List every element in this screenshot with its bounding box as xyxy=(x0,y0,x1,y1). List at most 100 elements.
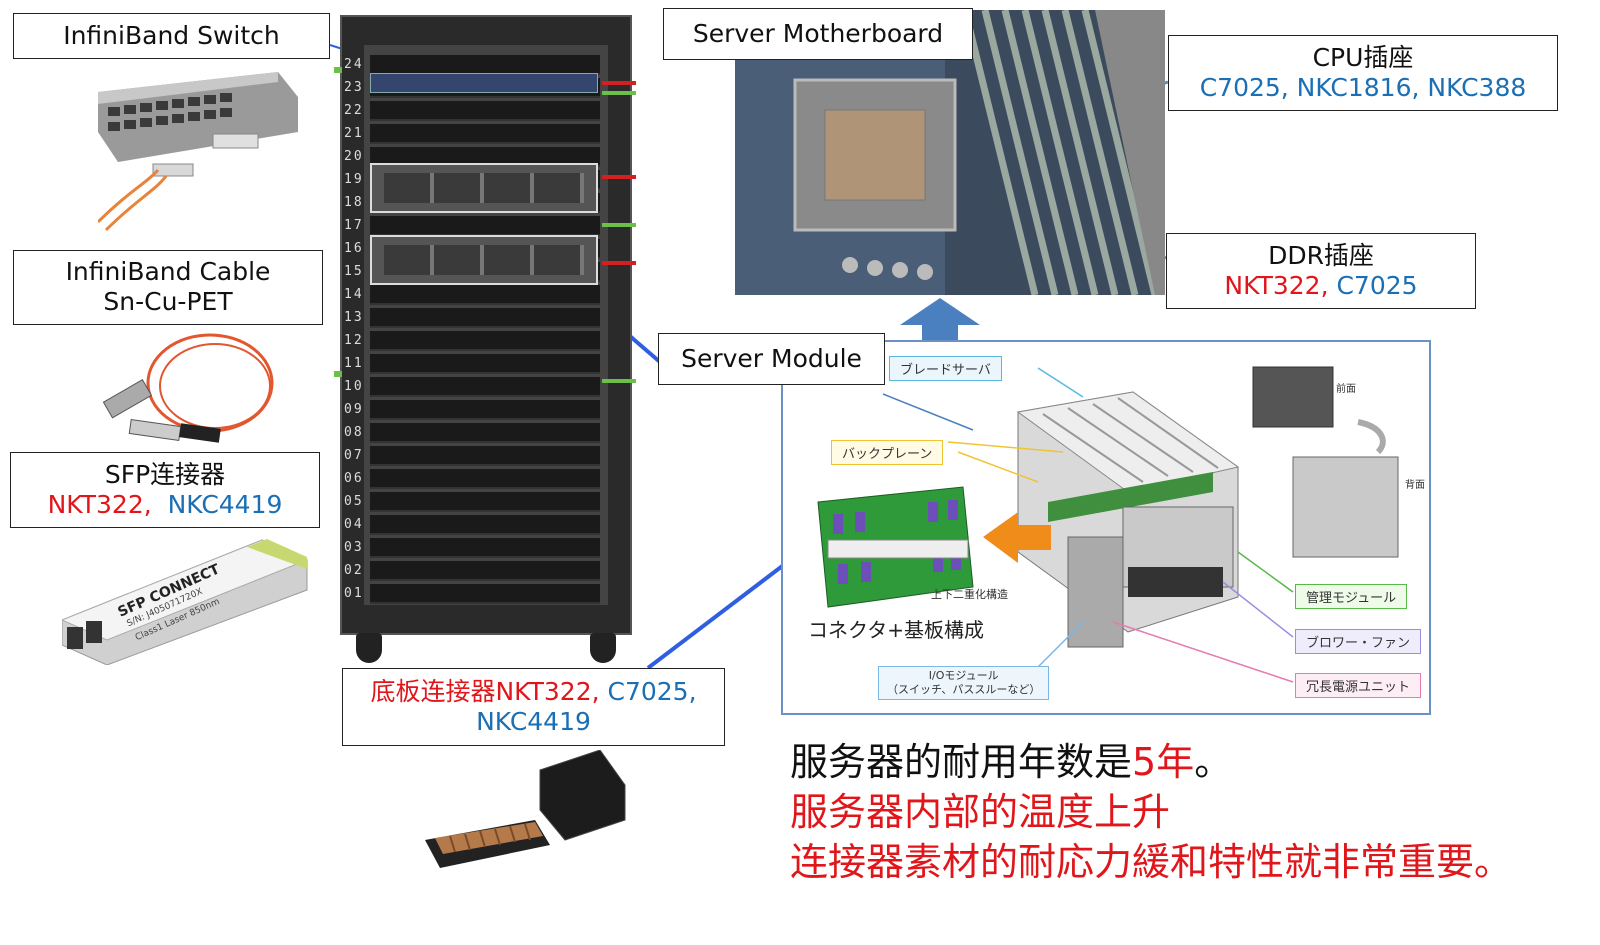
rack-unit-number: 17 xyxy=(344,218,364,233)
rack-unit-number: 23 xyxy=(344,80,364,95)
server-module-text: Server Module xyxy=(681,344,862,373)
rack-tab-green xyxy=(602,91,636,95)
rack-unit-number: 07 xyxy=(344,448,364,463)
label-connector-board: コネクタ+基板構成 xyxy=(808,618,984,642)
server-rack: 24 23 22 21 20 19 18 17 16 15 14 13 12 11 10 09 08 07 06 05… xyxy=(334,15,636,663)
backplane-part-blue1: C7025, xyxy=(607,677,697,706)
infiniband-cable-line1: InfiniBand Cable xyxy=(65,257,271,286)
label-ddr-socket: DDR插座 NKT322, C7025 xyxy=(1166,233,1476,309)
rack-unit-number: 20 xyxy=(344,149,364,164)
cpu-title: CPU插座 xyxy=(1312,43,1414,72)
label-io-module: I/Oモジュール （スイッチ、パススルーなど） xyxy=(878,666,1050,700)
rack-slot xyxy=(370,377,600,397)
rack-slot xyxy=(370,331,600,351)
rack-slot xyxy=(370,285,600,305)
label-blower-fan: ブロワー・ファン xyxy=(1295,629,1422,654)
rack-unit-number: 09 xyxy=(344,402,364,417)
rack-unit-number: 08 xyxy=(344,425,364,440)
cpu-parts: C7025, NKC1816, NKC388 xyxy=(1199,73,1527,102)
label-back: 背面 xyxy=(1405,480,1425,491)
rack-unit-number: 15 xyxy=(344,264,364,279)
sfp-part-red: NKT322, xyxy=(47,490,152,519)
label-cpu-socket: CPU插座 C7025, NKC1816, NKC388 xyxy=(1168,35,1558,111)
rack-unit-number: 12 xyxy=(344,333,364,348)
label-redundant-psu: 冗長電源ユニット xyxy=(1295,673,1422,698)
rack-unit-number: 21 xyxy=(344,126,364,141)
rack-slot xyxy=(370,538,600,558)
label-blade-server: ブレードサーバ xyxy=(889,356,1002,381)
label-front: 前面 xyxy=(1336,384,1356,395)
rack-slot xyxy=(370,400,600,420)
rack-tab-green xyxy=(334,371,342,377)
rack-unit-number: 19 xyxy=(344,172,364,187)
ddr-part-blue: C7025 xyxy=(1336,271,1418,300)
footer-line2: 服务器内部的温度上升 xyxy=(790,790,1171,834)
ddr-part-red: NKT322, xyxy=(1224,271,1329,300)
rack-slot xyxy=(370,515,600,535)
label-infiniband-cable: InfiniBand Cable Sn-Cu-PET xyxy=(13,250,323,325)
rack-unit-number: 01 xyxy=(344,586,364,601)
rack-server-unit-2 xyxy=(370,235,598,285)
rack-slot xyxy=(370,446,600,466)
label-backplane: バックプレーン xyxy=(831,440,944,465)
rack-unit-number: 16 xyxy=(344,241,364,256)
io-module-line1: I/Oモジュール xyxy=(928,669,999,682)
blade-diagram-panel: ブレードサーバ バックプレーン 上下二重化構造 コネクタ+基板構成 I/Oモジュ… xyxy=(781,340,1431,715)
rack-unit-number: 06 xyxy=(344,471,364,486)
backplane-connector-photo xyxy=(425,750,630,875)
footer-line1: 服务器的耐用年数是5年。 xyxy=(790,738,1232,786)
rack-slot xyxy=(370,308,600,328)
switch-photo xyxy=(98,72,298,232)
sfp-photo: SFP CONNECT S/N: J405071720X Class1 Lase… xyxy=(62,535,312,665)
server-motherboard-text: Server Motherboard xyxy=(692,19,944,48)
label-sfp-connector: SFP连接器 NKT322, NKC4419 xyxy=(10,452,320,528)
rack-unit-number: 13 xyxy=(344,310,364,325)
rack-tab-green xyxy=(602,223,636,227)
rack-unit-number: 10 xyxy=(344,379,364,394)
rack-tab-red xyxy=(602,81,636,85)
rack-unit-number: 05 xyxy=(344,494,364,509)
rack-slot xyxy=(370,584,600,604)
rack-unit-number: 11 xyxy=(344,356,364,371)
rack-unit-number: 02 xyxy=(344,563,364,578)
rack-tab-green xyxy=(334,67,342,73)
label-infiniband-switch: InfiniBand Switch xyxy=(13,13,330,59)
rack-tab-green xyxy=(602,379,636,383)
rack-slot xyxy=(370,124,600,144)
rack-slot xyxy=(370,423,600,443)
io-module-line2: （スイッチ、パススルーなど） xyxy=(887,683,1041,696)
up-arrow xyxy=(900,298,980,350)
infiniband-cable-line2: Sn-Cu-PET xyxy=(103,287,233,316)
footer-line1-highlight: 5年 xyxy=(1132,740,1195,784)
rack-tab-red xyxy=(602,175,636,179)
footer-line1-text: 服务器的耐用年数是 xyxy=(790,740,1133,784)
cable-photo xyxy=(100,328,280,448)
label-backplane-connector: 底板连接器NKT322, C7025, NKC4419 xyxy=(342,668,725,746)
rack-unit-number: 04 xyxy=(344,517,364,532)
rack-server-unit-1 xyxy=(370,163,598,213)
label-server-module: Server Module xyxy=(658,333,885,385)
rack-unit-number: 03 xyxy=(344,540,364,555)
rack-unit-number: 24 xyxy=(344,57,364,72)
rack-unit-number: 18 xyxy=(344,195,364,210)
motherboard-photo xyxy=(735,10,1165,295)
rack-wheel xyxy=(590,633,616,663)
label-management-module: 管理モジュール xyxy=(1295,584,1408,609)
label-vertical-redundancy: 上下二重化構造 xyxy=(931,588,1008,601)
rack-unit-number: 22 xyxy=(344,103,364,118)
backplane-part-red: 底板连接器NKT322, xyxy=(370,677,600,706)
rack-slot xyxy=(370,216,600,236)
rack-slot xyxy=(370,469,600,489)
sfp-title: SFP连接器 xyxy=(104,460,226,489)
rack-wheel xyxy=(356,633,382,663)
infiniband-switch-text: InfiniBand Switch xyxy=(63,21,280,50)
rack-slot xyxy=(370,561,600,581)
label-server-motherboard: Server Motherboard xyxy=(663,8,973,60)
rack-unit-number: 14 xyxy=(344,287,364,302)
footer-line1-end: 。 xyxy=(1194,740,1233,784)
sfp-part-blue: NKC4419 xyxy=(167,490,283,519)
backplane-part-blue2: NKC4419 xyxy=(476,707,591,736)
ddr-title: DDR插座 xyxy=(1268,241,1374,270)
rack-switch-unit xyxy=(370,73,598,93)
rack-tab-red xyxy=(602,261,636,265)
